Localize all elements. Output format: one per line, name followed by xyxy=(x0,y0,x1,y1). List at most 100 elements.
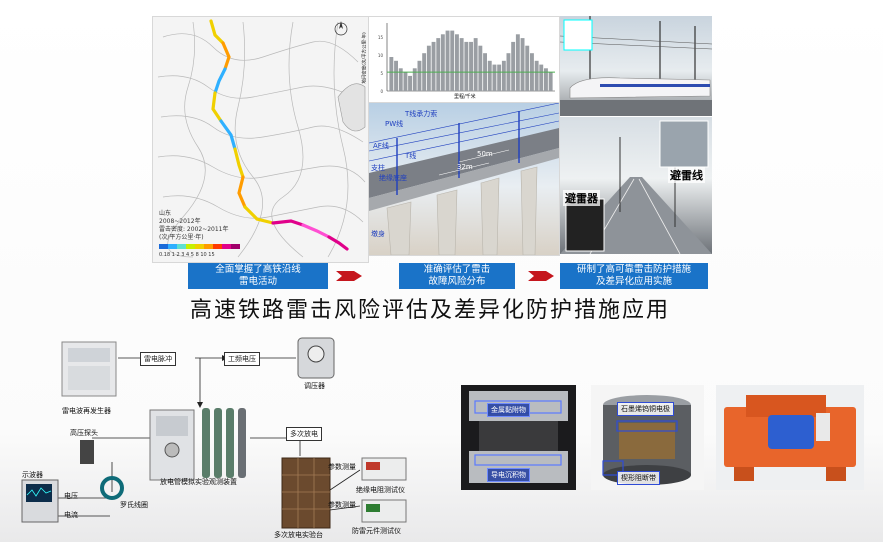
arrester-photo: 避雷器 避雷线 xyxy=(560,117,712,254)
step-3-text: 研制了高可靠雷击防护措施 及差异化应用实施 xyxy=(576,264,691,287)
generator-cabinet xyxy=(61,341,117,397)
density-bar xyxy=(389,57,394,91)
density-bar xyxy=(525,45,530,91)
density-bar xyxy=(455,34,459,91)
step-1-text: 全面掌握了高铁沿线 雷电活动 xyxy=(215,264,301,287)
legend-line: 雷击密度: 2002~2011年 xyxy=(159,226,229,233)
density-bar xyxy=(408,75,412,91)
legend-line: (次/平方公里·年) xyxy=(159,234,204,241)
label-lightning-pulse: 雷电脉冲 xyxy=(140,352,176,366)
svg-text:5: 5 xyxy=(380,71,383,76)
discharge-apparatus xyxy=(149,408,246,481)
label-apparatus: 放电管模拟实验观测装置 xyxy=(160,478,237,486)
density-bar xyxy=(445,30,450,92)
density-bar xyxy=(544,68,548,91)
label-t-messenger: T线承力索 xyxy=(405,110,438,118)
density-bar-chart: 0 5 10 15 里程/千米 地闪密度(次/平方公里·年) xyxy=(363,16,560,103)
density-bar xyxy=(440,34,445,91)
density-bar xyxy=(501,60,506,91)
density-bar xyxy=(436,38,441,91)
map-boundaries xyxy=(157,19,366,258)
map-legend: 山东 2008~2012年 雷击密度: 2002~2011年 (次/平方公里·年… xyxy=(159,210,229,242)
label-voltage: 电压 xyxy=(64,492,78,500)
label-span-50m: 50m xyxy=(477,150,493,158)
map-colorbar xyxy=(159,244,240,249)
lightning-density-map: 山东 2008~2012年 雷击密度: 2002~2011年 (次/平方公里·年… xyxy=(152,16,369,263)
colorbar-ticks: 0.18 1 2 3 4 5 8 10 15 xyxy=(159,252,215,258)
tag-metal-adhesion: 金属黏附物 xyxy=(487,403,530,417)
test-setup-schematic xyxy=(21,337,407,529)
viaduct-catenary-diagram: PW线 T线承力索 AF线 T线 支柱 绝缘底座 50m 32m 墩身 xyxy=(368,102,560,256)
density-bar xyxy=(394,60,398,91)
label-power-frequency: 工频电压 xyxy=(224,352,260,366)
arrester-tester xyxy=(361,499,407,523)
density-bar xyxy=(426,45,431,91)
label-insulation-tester: 绝缘电阻测试仪 xyxy=(356,486,405,494)
label-lightning-wire: 避雷线 xyxy=(668,167,705,183)
label-measure-2: 参数测量 xyxy=(328,501,356,509)
density-bar xyxy=(398,68,403,91)
label-arrester-tester: 防雷元件测试仪 xyxy=(352,527,401,535)
label-insulator-base: 绝缘底座 xyxy=(379,174,407,182)
density-bar xyxy=(511,41,516,91)
arrester-device-photo xyxy=(716,385,864,490)
density-bar xyxy=(464,41,469,91)
density-bar xyxy=(469,41,473,91)
density-bar xyxy=(431,41,436,91)
label-platform: 多次放电实验台 xyxy=(274,531,323,539)
label-multi-discharge: 多次放电 xyxy=(286,427,322,441)
density-bar xyxy=(515,34,520,91)
label-af-wire: AF线 xyxy=(373,142,389,150)
label-t-wire: T线 xyxy=(405,152,417,160)
density-bar xyxy=(412,68,417,91)
railway-route-line xyxy=(209,19,349,251)
svg-text:10: 10 xyxy=(378,53,384,58)
label-span-32m: 32m xyxy=(457,163,473,171)
density-bar xyxy=(403,72,408,91)
step-3-banner: 研制了高可靠雷击防护措施 及差异化应用实施 xyxy=(560,263,708,289)
label-pillar: 支柱 xyxy=(371,164,385,172)
label-arrester: 避雷器 xyxy=(563,190,600,206)
density-bar xyxy=(473,38,478,91)
label-coil: 罗氏线圈 xyxy=(120,501,148,509)
tag-graphite-electrode: 石墨烯钨铜电极 xyxy=(617,402,674,416)
arrow-right-icon xyxy=(336,271,362,281)
legend-line: 山东 xyxy=(159,210,172,217)
viaduct-illustration xyxy=(369,103,559,255)
density-bar xyxy=(539,64,544,91)
compass-icon xyxy=(334,21,348,36)
step-2-banner: 准确评估了雷击 故障风险分布 xyxy=(399,263,515,289)
density-bar xyxy=(450,30,455,92)
oscilloscope xyxy=(21,479,59,523)
label-pier: 墩身 xyxy=(371,230,385,238)
label-current: 电流 xyxy=(64,511,78,519)
arrester-device-illustration xyxy=(724,395,856,481)
label-generator: 雷电波再发生器 xyxy=(62,407,111,415)
chart-ylabel: 地闪密度(次/平方公里·年) xyxy=(362,32,368,84)
track-photo-illustration xyxy=(560,120,712,254)
density-bar xyxy=(497,64,502,91)
density-bar xyxy=(459,38,464,91)
electrode-cross-section-photo: 金属黏附物 导电沉积物 xyxy=(461,385,576,490)
legend-line: 2008~2012年 xyxy=(159,218,201,225)
density-bar xyxy=(548,72,553,91)
density-bar xyxy=(417,60,422,91)
density-bar xyxy=(487,60,492,91)
step-2-text: 准确评估了雷击 故障风险分布 xyxy=(423,264,491,287)
train-photo xyxy=(560,16,712,116)
arrow-right-icon xyxy=(528,271,554,281)
bar-chart-svg: 0 5 10 15 xyxy=(378,23,555,94)
graphene-electrode-photo: 石墨烯钨铜电极 楔形阻断带 xyxy=(591,385,704,490)
density-bar xyxy=(520,38,525,91)
label-pw-wire: PW线 xyxy=(385,120,404,128)
label-measure-1: 参数测量 xyxy=(328,463,356,471)
y-axis-ticks: 0 5 10 15 xyxy=(378,35,384,94)
svg-text:15: 15 xyxy=(378,35,384,40)
tag-wedge-block: 楔形阻断带 xyxy=(617,471,660,485)
probe-and-coil xyxy=(80,440,124,500)
label-oscilloscope: 示波器 xyxy=(22,471,43,479)
label-probe: 高压探头 xyxy=(70,429,98,437)
page-title: 高速铁路雷击风险评估及差异化防护措施应用 xyxy=(189,298,670,323)
voltage-regulator xyxy=(297,337,335,379)
density-bar xyxy=(478,45,483,91)
